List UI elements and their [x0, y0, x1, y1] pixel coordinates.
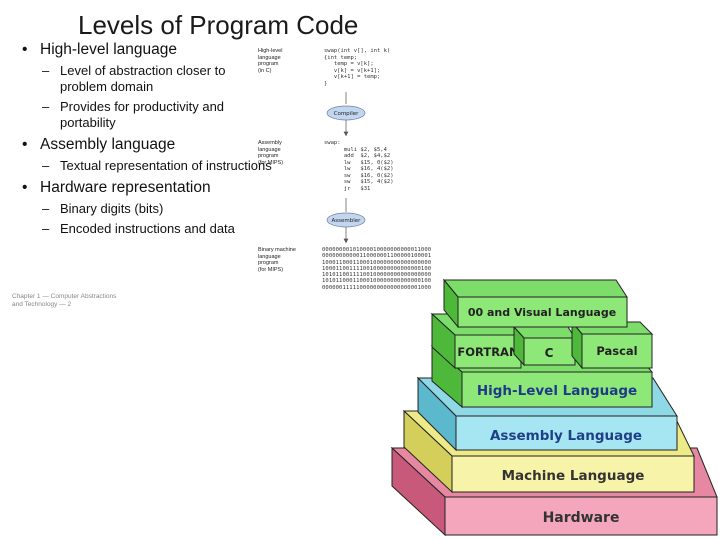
binary-code: 00000000101000010000000000011000 0000000…: [322, 247, 432, 291]
bullet-assembly: •Assembly language: [22, 136, 176, 153]
hardware-label: Hardware: [543, 510, 620, 526]
sub-bullet: –Textual representation of instructions: [42, 158, 272, 173]
block-pascal: Pascal: [570, 320, 654, 370]
fortran-label: FORTRAN: [457, 345, 518, 359]
slide-footer: Chapter 1 — Computer Abstractions and Te…: [12, 293, 117, 308]
bullet-hardware: •Hardware representation: [22, 179, 211, 196]
machine-language-label: Machine Language: [502, 468, 645, 484]
c-label: C: [545, 346, 554, 360]
c-code: swap(int v[], int k) {int temp; temp = v…: [324, 48, 391, 87]
block-c: C: [512, 325, 576, 367]
pascal-label: Pascal: [596, 344, 637, 358]
slide-title: Levels of Program Code: [78, 10, 359, 40]
bullet-high-level: •High-level language: [22, 41, 178, 58]
compiler-label: Compiler: [334, 111, 359, 117]
high-level-language-label: High-Level Language: [477, 383, 637, 399]
sub-bullet: –Level of abstraction closer to problem …: [42, 63, 226, 94]
sub-bullet: –Encoded instructions and data: [42, 221, 235, 236]
block-oo-visual-language: 00 and Visual Language: [442, 278, 628, 329]
assembler-label: Assembler: [332, 218, 362, 224]
sub-bullet: –Provides for productivity and portabili…: [42, 99, 225, 130]
mips-code: swap: muli $2, $5,4 add $2, $4,$2 lw $15…: [324, 140, 394, 192]
oo-visual-language-label: 00 and Visual Language: [468, 306, 616, 319]
assembly-language-label: Assembly Language: [490, 428, 642, 444]
sub-bullet: –Binary digits (bits): [42, 201, 164, 216]
bullet-list: •High-level language –Level of abstracti…: [22, 40, 272, 241]
